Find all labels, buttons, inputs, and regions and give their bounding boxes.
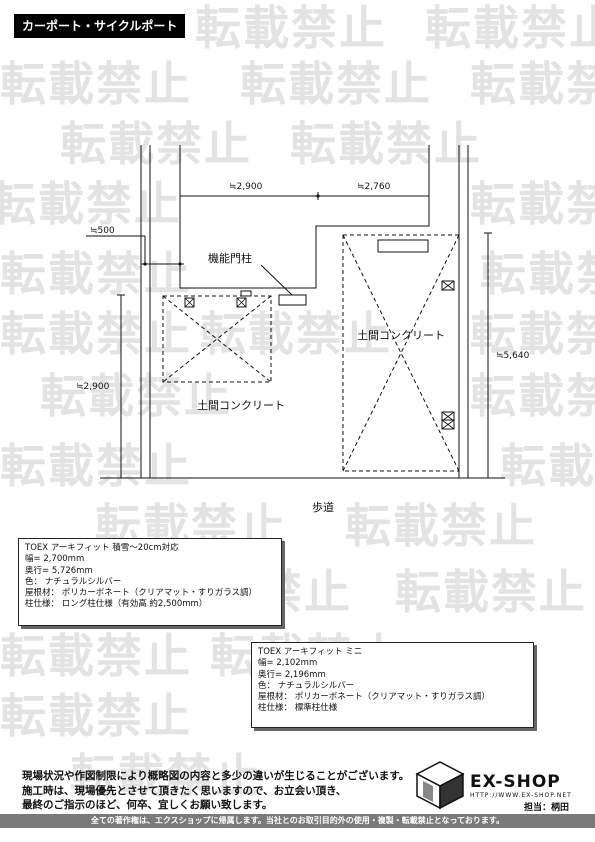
notice-line: 現場状況や作図制限により概略図の内容と多少の違いが生じることがございます。 bbox=[22, 770, 410, 782]
spec-line: 奥行= 2,196mm bbox=[258, 669, 326, 680]
notice-line: 最終のご指示のほど、何卒、宜しくお願い致します。 bbox=[22, 799, 273, 811]
gate-pillar-label: 機能門柱 bbox=[208, 251, 252, 265]
sidewalk-label: 歩道 bbox=[312, 500, 334, 514]
concrete-label-left: 土間コンクリート bbox=[197, 399, 285, 412]
spec-box-large-carport: TOEX アーキフィット 積雪～20cm対応 幅= 2,700mm 奥行= 5,… bbox=[18, 538, 282, 626]
spec-box-mini-carport: TOEX アーキフィット ミニ 幅= 2,102mm 奥行= 2,196mm 色… bbox=[251, 642, 534, 728]
brand-url: HTTP://WWW.EX-SHOP.NET bbox=[470, 792, 572, 799]
brand-name: EX-SHOP bbox=[470, 772, 561, 792]
spec-line: 奥行= 5,726mm bbox=[25, 565, 93, 576]
spec-line: 屋根材： ポリカーボネート（クリアマット・すりガラス調） bbox=[258, 692, 491, 703]
dim-right-height: ≒5,640 bbox=[496, 351, 530, 361]
dim-left-height: ≒2,900 bbox=[76, 382, 110, 392]
spec-line: 柱仕様： ロング柱仕様（有効高 約2,500mm） bbox=[25, 599, 208, 610]
spec-line: 幅= 2,102mm bbox=[258, 658, 318, 669]
staff-name: 担当：柄田 bbox=[524, 803, 570, 813]
notice-text: 現場状況や作図制限により概略図の内容と多少の違いが生じることがございます。 施工… bbox=[22, 769, 409, 813]
dim-top-right: ≒2,760 bbox=[357, 182, 391, 192]
dim-offset: ≒500 bbox=[90, 226, 115, 236]
spec-line: TOEX アーキフィット ミニ bbox=[258, 647, 363, 657]
copyright-footer: 全ての著作権は、エクスショップに帰属します。当社とのお取引目的外の使用・複製・転… bbox=[0, 814, 595, 828]
spec-line: 色： ナチュラルシルバー bbox=[25, 576, 122, 587]
dim-top-left: ≒2,900 bbox=[229, 182, 263, 192]
concrete-label-right: 土間コンクリート bbox=[357, 329, 445, 342]
spec-line: 幅= 2,700mm bbox=[25, 554, 85, 565]
spec-line: 柱仕様： 標準柱仕様 bbox=[258, 703, 338, 714]
notice-line: 施工時は、現場優先とさせて頂きたく思いますので、お立会い頂き、 bbox=[22, 784, 347, 797]
spec-line: 色： ナチュラルシルバー bbox=[258, 680, 355, 691]
spec-line: TOEX アーキフィット 積雪～20cm対応 bbox=[25, 543, 179, 553]
ex-shop-logo-icon bbox=[415, 761, 465, 810]
spec-line: 屋根材： ポリカーボネート（クリアマット・すりガラス調） bbox=[25, 588, 258, 599]
page-title: カーポート・サイクルポート bbox=[14, 14, 186, 38]
